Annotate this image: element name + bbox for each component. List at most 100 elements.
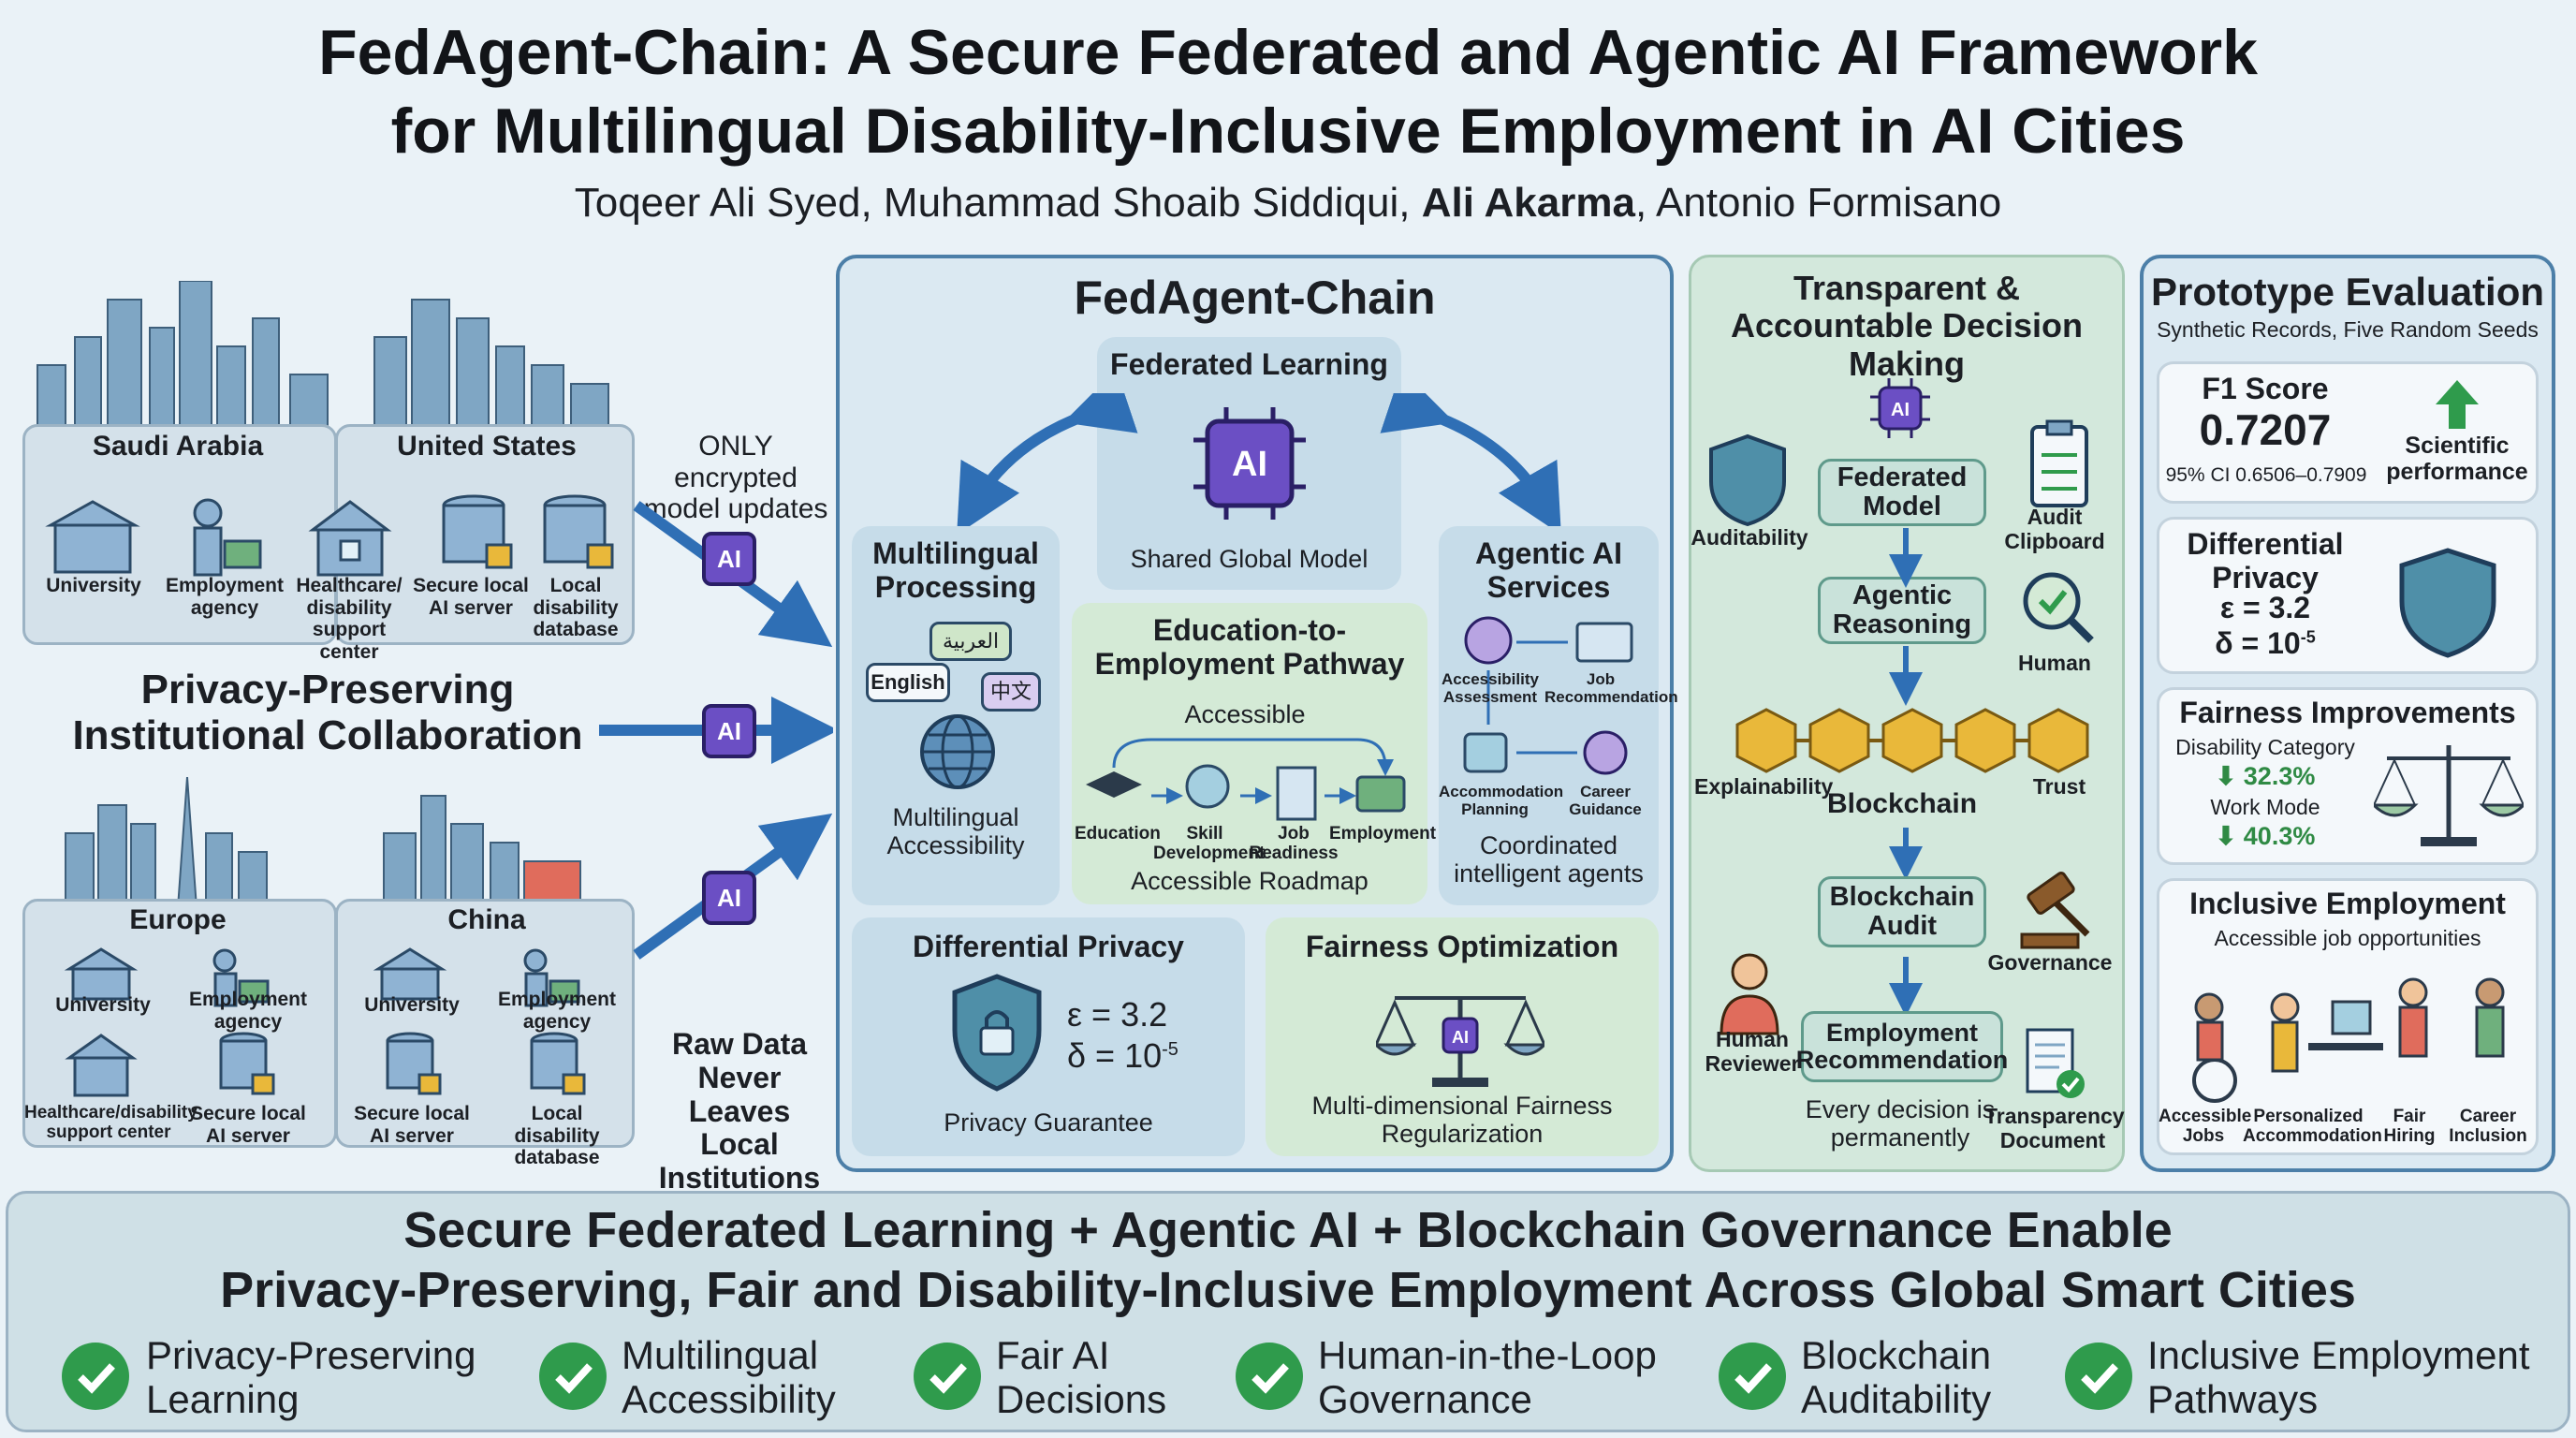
china-database-label: Local disability database (514, 1103, 600, 1169)
human-reviewer-icon (1720, 953, 1779, 1035)
eval-dp-delta-base: δ = 10 (2215, 626, 2301, 660)
lang-arabic: العربية (929, 622, 1012, 661)
audit-clipboard-label: Audit Clipboard (2004, 505, 2105, 553)
ai-chip-icon: AI (702, 871, 756, 925)
benefit-3: Fair AI Decisions (996, 1333, 1167, 1422)
globe-icon (920, 714, 995, 789)
f1-tag: Scientific performance (2386, 433, 2528, 485)
saudi-healthcare-label: Healthcare/ disability support center (296, 575, 402, 663)
collaboration-title: Privacy-Preserving Institutional Collabo… (72, 667, 583, 759)
check-icon (62, 1343, 129, 1410)
lang-english: English (866, 663, 950, 702)
region-europe: Europe (129, 904, 227, 935)
china-server-label: Secure local AI server (354, 1103, 470, 1147)
author-names-2: , Antonio Formisano (1634, 180, 2002, 226)
benefit-6: Inclusive Employment Pathways (2147, 1333, 2530, 1422)
agentic-services-box (1439, 526, 1659, 905)
institution-icons-top (45, 494, 614, 577)
lang-chinese: 中文 (981, 672, 1041, 712)
human-label: Human (2018, 651, 2091, 675)
check-icon (1236, 1343, 1303, 1410)
benefit-5: Blockchain Auditability (1801, 1333, 1992, 1422)
explainability-label: Explainability (1694, 774, 1834, 799)
europe-server-label: Secure local AI server (190, 1103, 306, 1147)
education-title: Education-to-Employment Pathway (1094, 613, 1405, 681)
f1-card (2157, 361, 2539, 504)
fairness-card (2157, 687, 2539, 865)
dp-delta-base: δ = 10 (1067, 1036, 1163, 1075)
eval-fair-value-2: ⬇ 40.3% (2215, 822, 2316, 850)
transparent-title: Transparent & Accountable Decision Makin… (1730, 269, 2084, 383)
shield-icon (2399, 548, 2496, 658)
banner-line-2: Privacy-Preserving, Fair and Disability-… (220, 1262, 2356, 1318)
agentic-title: Agentic AI Services (1474, 536, 1623, 604)
flow-federated-model: Federated Model (1818, 459, 1986, 526)
step-education: Education (1075, 824, 1161, 844)
banner-line-1: Secure Federated Learning + Agentic AI +… (403, 1202, 2173, 1258)
check-icon (539, 1343, 607, 1410)
fl-title: Federated Learning (1110, 347, 1388, 381)
transparency-document-icon (2026, 1028, 2085, 1098)
dp-delta: δ = 10-5 (1067, 1036, 1236, 1075)
eval-fair-title: Fairness Improvements (2179, 696, 2516, 729)
inc-title: Inclusive Employment (2189, 887, 2506, 920)
pathway-icons (1086, 738, 1406, 821)
fairness-caption: Multi-dimensional Fairness Regularizatio… (1311, 1092, 1613, 1149)
transparent-note: Every decision is permanently (1805, 1095, 1996, 1152)
flow-employment-recommendation: Employment Recommendation (1796, 1011, 2008, 1082)
author-names-1: Toqeer Ali Syed, Muhammad Shoaib Siddiqu… (574, 180, 1422, 226)
eval-fair-category-1: Disability Category (2175, 735, 2355, 759)
saudi-server-label: Secure local AI server (413, 575, 529, 619)
china-employment-label: Employment agency (497, 989, 617, 1033)
dp-caption: Privacy Guarantee (944, 1108, 1153, 1137)
svg-text:AI: AI (1232, 445, 1267, 484)
europe-healthcare-label: Healthcare/disability support center (24, 1103, 198, 1143)
agentic-caption: Coordinated intelligent agents (1454, 831, 1644, 888)
scales-icon: AI (1376, 996, 1544, 1087)
check-icon (2065, 1343, 2132, 1410)
flow-blockchain-audit: Blockchain Audit (1818, 876, 1986, 947)
agent-accommodation: Accommodation Planning (1439, 783, 1564, 819)
inc-subtitle: Accessible job opportunities (2214, 926, 2481, 950)
center-title: FedAgent-Chain (1074, 271, 1436, 324)
differential-privacy-box (852, 917, 1245, 1156)
skyline-bottom-icon (65, 777, 581, 908)
f1-value: 0.7207 (2199, 405, 2332, 454)
authors: Toqeer Ali Syed, Muhammad Shoaib Siddiqu… (0, 180, 2576, 227)
benefit-4: Human-in-the-Loop Governance (1318, 1333, 1657, 1422)
fairness-title: Fairness Optimization (1305, 930, 1619, 963)
inc-accessible-jobs: Accessible Jobs (2159, 1107, 2252, 1147)
skyline-top-icon (37, 281, 609, 435)
inc-career-inclusion: Career Inclusion (2449, 1107, 2527, 1147)
f1-label: F1 Score (2202, 372, 2329, 405)
education-caption: Accessible Roadmap (1131, 867, 1368, 895)
saudi-university-label: University (46, 575, 141, 596)
multilingual-title: Multilingual Processing (872, 536, 1039, 604)
step-employment: Employment (1329, 824, 1437, 844)
europe-university-label: University (55, 994, 151, 1016)
eval-fair-category-2: Work Mode (2210, 795, 2320, 819)
agents-icons (1463, 616, 1633, 775)
arrow-up-icon (2436, 380, 2479, 429)
human-check-icon (2023, 572, 2094, 643)
ai-chip-icon: AI (702, 704, 756, 758)
dp-delta-exponent: -5 (1162, 1039, 1178, 1060)
inc-personalized-accommodation: Personalized Accommodation (2243, 1107, 2382, 1147)
raw-data-note: Raw Data Never Leaves Local Institutions (658, 1027, 821, 1196)
agent-job-recommendation: Job Recommendation (1544, 670, 1678, 707)
multilingual-caption: Multilingual Accessibility (886, 803, 1025, 860)
europe-card (22, 899, 337, 1148)
eval-dp-delta-exponent: -5 (2300, 627, 2316, 647)
transparency-document-label: Transparency Document (1984, 1104, 2125, 1152)
benefit-1: Privacy-Preserving Learning (146, 1333, 476, 1422)
eval-title: Prototype Evaluation (2150, 270, 2545, 314)
gavel-icon (2020, 872, 2090, 949)
auditability-label: Auditability (1690, 525, 1808, 550)
encrypted-updates-note: ONLY encrypted model updates (643, 431, 828, 525)
institution-icons-bottom (64, 947, 586, 1097)
china-university-label: University (364, 994, 460, 1016)
step-skill-development: Skill Development (1153, 824, 1266, 864)
region-china: China (447, 904, 526, 935)
check-icon (914, 1343, 981, 1410)
ai-chip-icon: AI (1870, 378, 1930, 438)
